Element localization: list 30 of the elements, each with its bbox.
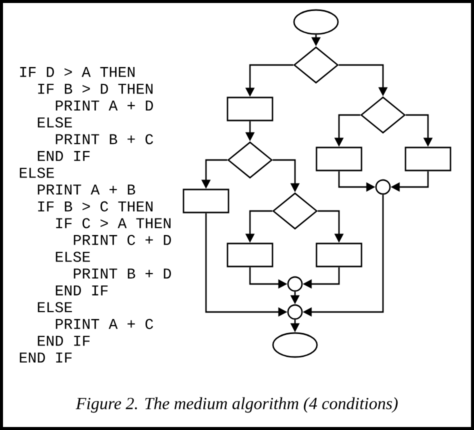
code-line: PRINT B + C — [56, 134, 154, 144]
code-line: IF C > A THEN — [56, 218, 171, 228]
terminal-oval — [272, 332, 318, 358]
process-box — [316, 146, 362, 172]
code-line: PRINT A + D — [56, 100, 153, 111]
caption: Figure 2. The medium algorithm (4 conditions) — [76, 397, 398, 413]
code-line: END IF — [56, 285, 108, 296]
code-line: ELSE — [20, 168, 54, 178]
junction-circle — [287, 276, 303, 292]
process-box — [226, 242, 274, 268]
code-line: PRINT A + C — [56, 318, 154, 330]
junction-circle — [287, 304, 303, 320]
junction-circle — [375, 179, 391, 195]
code-line: PRINT A + B — [38, 184, 136, 195]
code-line: IF D > A THEN — [20, 67, 135, 77]
code-line: ELSE — [56, 252, 90, 262]
process-box — [316, 242, 362, 268]
terminal-oval — [293, 9, 339, 35]
process-box — [404, 146, 452, 172]
code-line: END IF — [38, 151, 90, 161]
process-box — [226, 96, 274, 122]
code-line: IF B > C THEN — [38, 201, 153, 212]
code-line: ELSE — [38, 117, 72, 128]
code-line: END IF — [20, 352, 72, 363]
code-line: END IF — [38, 336, 90, 346]
code-line: PRINT C + D — [74, 234, 171, 246]
code-line: IF B > D THEN — [38, 84, 153, 94]
code-line: PRINT B + D — [74, 268, 171, 279]
process-box — [182, 188, 230, 214]
code-line: ELSE — [38, 302, 72, 312]
